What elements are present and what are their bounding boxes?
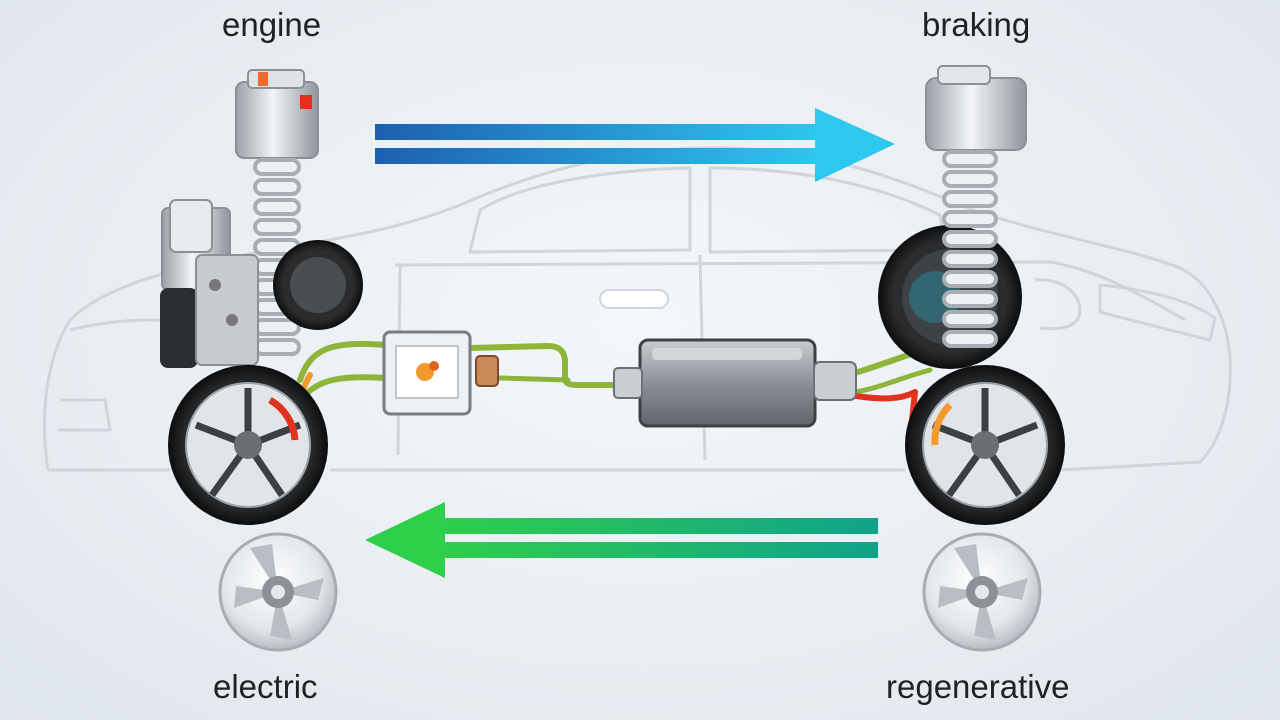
battery-pack bbox=[613, 338, 857, 428]
electric-label: electric bbox=[213, 668, 318, 705]
electric-motor-disc-icon bbox=[218, 532, 338, 652]
door-handle bbox=[599, 289, 669, 309]
left-wheel bbox=[168, 365, 328, 525]
left-upper-wheel bbox=[273, 240, 363, 330]
wiring-harness bbox=[297, 340, 943, 423]
regenerative-disc-icon bbox=[922, 532, 1042, 652]
right-wheel bbox=[905, 365, 1065, 525]
brake-assembly bbox=[925, 65, 1027, 348]
top-flow-arrow bbox=[375, 108, 895, 182]
engine-label: engine bbox=[222, 6, 322, 43]
braking-label: braking bbox=[922, 6, 1031, 43]
regenerative-label: regenerative bbox=[886, 668, 1070, 705]
brake-spring bbox=[942, 150, 998, 348]
engine-assembly bbox=[160, 69, 319, 368]
bottom-flow-arrow bbox=[365, 502, 878, 578]
inverter-box bbox=[382, 330, 499, 416]
